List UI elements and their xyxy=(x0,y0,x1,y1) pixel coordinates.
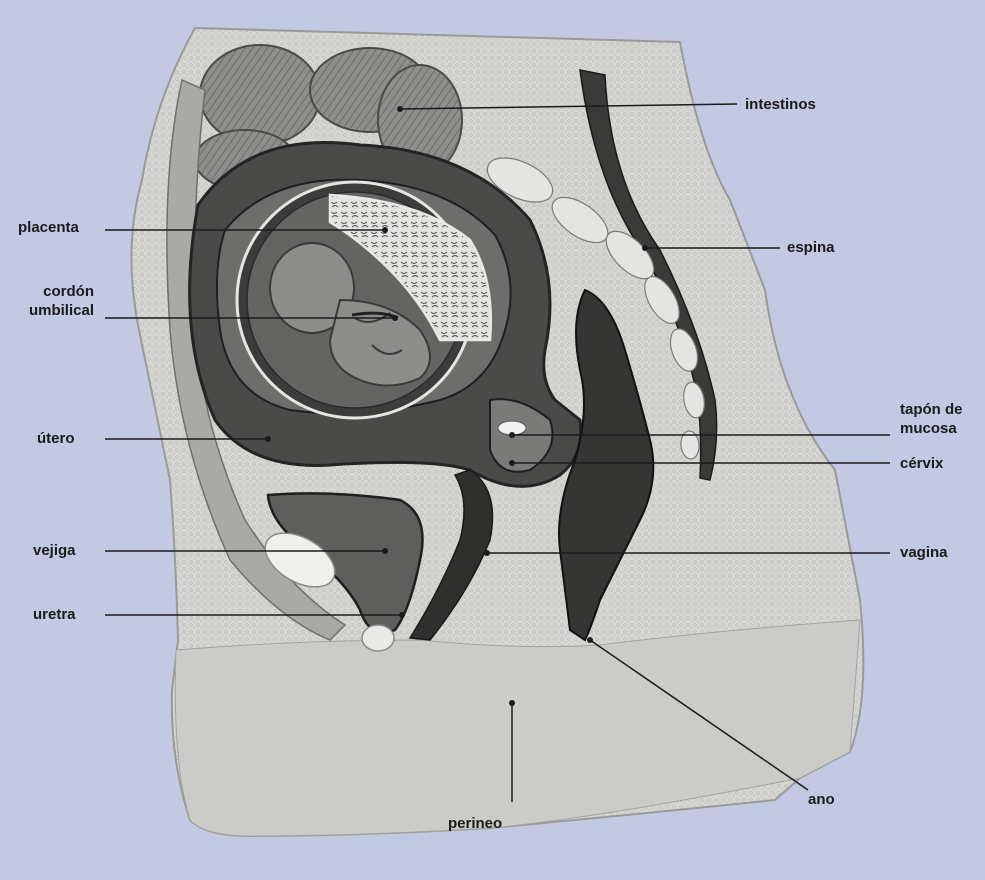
label-tapon-line1: tapón de xyxy=(900,400,963,419)
label-ano: ano xyxy=(808,790,835,809)
label-uretra: uretra xyxy=(33,605,76,624)
label-cordon-umbilical: cordón umbilical xyxy=(10,282,94,320)
label-placenta: placenta xyxy=(18,218,79,237)
label-utero: útero xyxy=(37,429,75,448)
label-perineo: perineo xyxy=(448,814,502,833)
urethra-opening xyxy=(362,625,394,651)
label-intestinos: intestinos xyxy=(745,95,816,114)
label-espina: espina xyxy=(787,238,835,257)
label-cervix: cérvix xyxy=(900,454,943,473)
label-cordon-line2: umbilical xyxy=(10,301,94,320)
label-vejiga: vejiga xyxy=(33,541,76,560)
label-vagina: vagina xyxy=(900,543,948,562)
label-tapon-de-mucosa: tapón de mucosa xyxy=(900,400,963,438)
label-cordon-line1: cordón xyxy=(10,282,94,301)
label-tapon-line2: mucosa xyxy=(900,419,963,438)
lower-buttock xyxy=(175,620,860,836)
